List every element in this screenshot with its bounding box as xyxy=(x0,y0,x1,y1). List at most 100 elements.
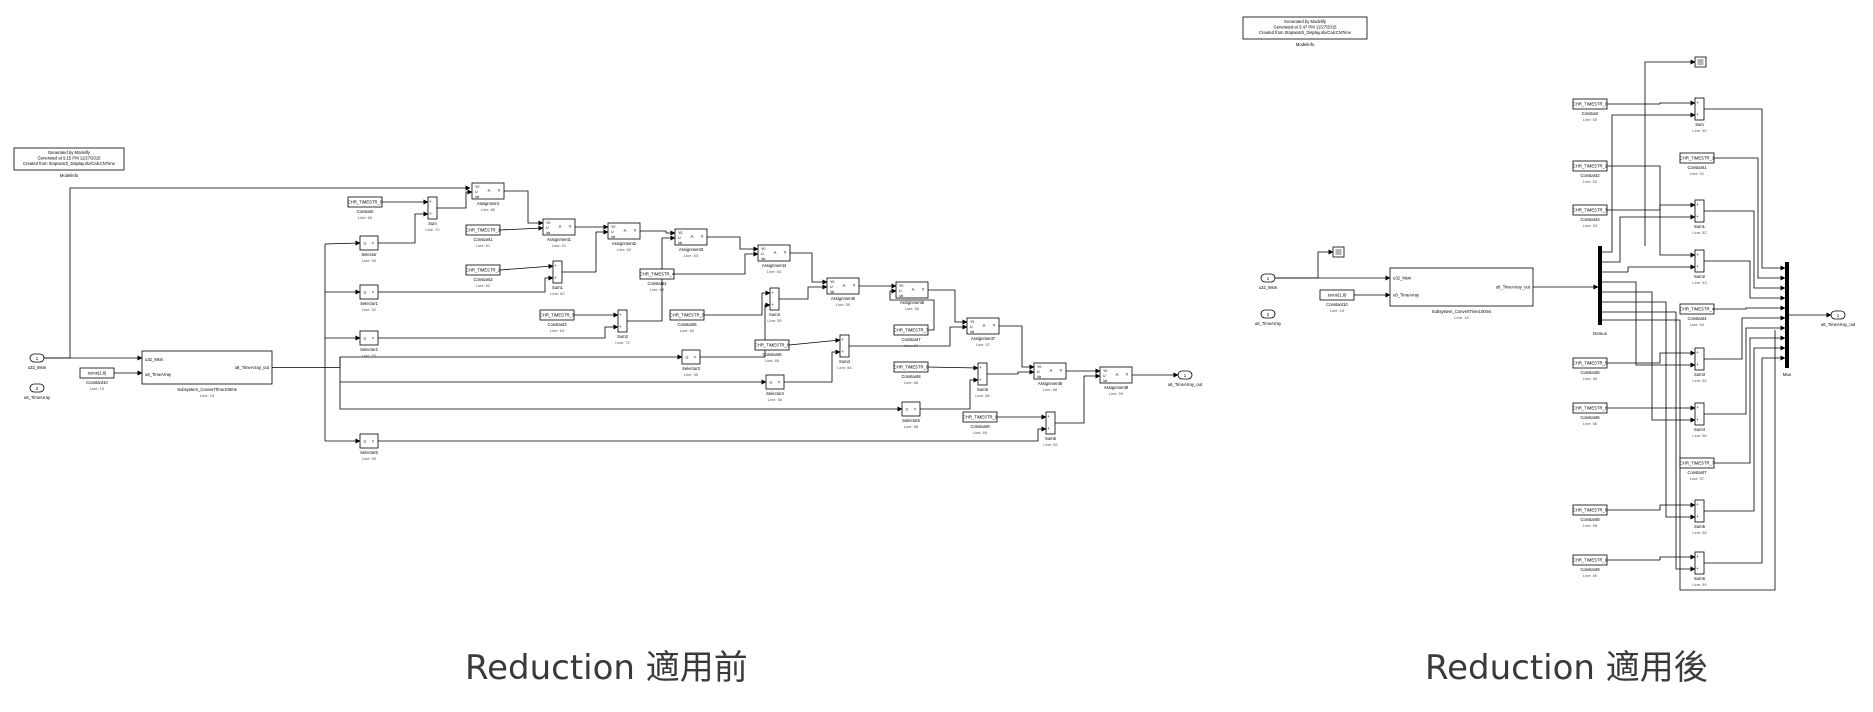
constant-value: CHR_TIMESTR_1 xyxy=(1680,156,1715,161)
assignment-block[interactable] xyxy=(471,182,505,200)
constant-block[interactable] xyxy=(1679,457,1715,469)
selector-block[interactable] xyxy=(359,433,379,449)
constant-block[interactable] xyxy=(1572,402,1608,414)
sum-block[interactable] xyxy=(1694,97,1705,121)
constant-block[interactable] xyxy=(79,367,115,379)
constant-block[interactable] xyxy=(539,309,575,321)
signal-line xyxy=(1714,305,1786,311)
mux-block[interactable] xyxy=(1785,262,1789,368)
selector-port-label: Y xyxy=(778,380,781,385)
constant-block[interactable] xyxy=(1572,504,1608,516)
port-name: u8_TimeArray_out xyxy=(1821,322,1856,327)
constant-block[interactable] xyxy=(962,411,998,423)
signal-line xyxy=(1607,202,1696,211)
selector-block[interactable] xyxy=(681,349,701,365)
inport-block[interactable] xyxy=(1260,309,1276,319)
signal-line xyxy=(999,325,1035,370)
sum-sign: + xyxy=(979,377,982,382)
selector-block[interactable] xyxy=(765,374,785,390)
sum-block[interactable] xyxy=(839,334,850,358)
constant-block[interactable] xyxy=(754,339,790,351)
constant-block[interactable] xyxy=(1679,152,1715,164)
selector-block[interactable] xyxy=(901,401,921,417)
sum-sign: + xyxy=(1696,264,1699,269)
block-name: Assignment3 xyxy=(679,247,704,252)
block-line-number: Line: 52 xyxy=(362,307,377,312)
demux-block[interactable] xyxy=(1598,246,1602,325)
inport-block[interactable] xyxy=(1260,273,1276,283)
sum-sign: + xyxy=(1696,112,1699,117)
constant-block[interactable] xyxy=(1572,98,1608,110)
constant-value: CHR_TIMESTR_3 xyxy=(540,313,575,318)
sum-block[interactable] xyxy=(1045,411,1056,435)
sum-block[interactable] xyxy=(552,260,563,284)
model-info-block xyxy=(13,147,125,171)
assignment-port-label: A xyxy=(843,283,846,288)
sum-block[interactable] xyxy=(1694,199,1705,223)
outport-block[interactable] xyxy=(1830,310,1846,320)
constant-block[interactable] xyxy=(1572,554,1608,566)
assignment-block[interactable] xyxy=(895,281,929,299)
port-number: 1 xyxy=(36,356,39,361)
assignment-block[interactable] xyxy=(607,222,641,240)
block-name: Sum5 xyxy=(977,387,989,392)
outport-block[interactable] xyxy=(1177,370,1193,380)
selector-block[interactable] xyxy=(359,330,379,346)
constant-block[interactable] xyxy=(1572,204,1608,216)
block-line-number: Line: 59 xyxy=(1692,582,1707,587)
model-info-text: Created from Stopwatch_Display.slx/CalcC… xyxy=(1259,30,1352,35)
assignment-block[interactable] xyxy=(1099,366,1133,384)
constant-block[interactable] xyxy=(465,264,501,276)
assignment-block[interactable] xyxy=(1033,362,1067,380)
constant-block[interactable] xyxy=(465,224,501,236)
sum-block[interactable] xyxy=(1694,551,1705,575)
constant-block[interactable] xyxy=(893,324,929,336)
selector-port-label: Y xyxy=(914,407,917,412)
block-line-number: Line: 82 xyxy=(550,291,565,296)
selector-block[interactable] xyxy=(359,235,379,251)
constant-block[interactable] xyxy=(1572,357,1608,369)
assignment-block[interactable] xyxy=(966,317,1000,335)
subsystem-block[interactable] xyxy=(1389,267,1534,307)
assignment-block[interactable] xyxy=(826,277,860,295)
assignment-port-label: Y xyxy=(1060,368,1063,373)
assignment-port-label: U xyxy=(761,252,764,256)
constant-value: CHR_TIMESTR_7 xyxy=(1680,461,1715,466)
assignment-block[interactable] xyxy=(542,218,576,236)
sum-block[interactable] xyxy=(1694,249,1705,273)
inport-block[interactable] xyxy=(29,353,45,363)
constant-value: CHR_TIMESTR_0 xyxy=(1573,102,1608,107)
sum-block[interactable] xyxy=(769,287,780,311)
port-number: 1 xyxy=(1837,313,1840,318)
assignment-block[interactable] xyxy=(757,244,791,262)
constant-value: CHR_TIMESTR_2 xyxy=(466,268,501,273)
constant-block[interactable] xyxy=(669,309,705,321)
constant-value: CHR_TIMESTR_5 xyxy=(1573,361,1608,366)
sum-block[interactable] xyxy=(1694,347,1705,371)
sum-block[interactable] xyxy=(427,196,438,220)
port-number: 2 xyxy=(1267,312,1270,317)
sum-block[interactable] xyxy=(617,309,628,333)
sum-sign: + xyxy=(1047,426,1050,431)
constant-block[interactable] xyxy=(347,196,383,208)
assignment-block[interactable] xyxy=(674,228,708,246)
selector-block[interactable] xyxy=(359,284,379,300)
constant-value: zeros(1,8) xyxy=(88,371,107,376)
assignment-port-label: U xyxy=(611,230,614,234)
constant-block[interactable] xyxy=(639,268,675,280)
selector-port-label: Y xyxy=(694,355,697,360)
constant-block[interactable] xyxy=(1319,289,1355,301)
signal-line xyxy=(1602,281,1696,368)
sum-block[interactable] xyxy=(1694,402,1705,426)
constant-block[interactable] xyxy=(893,361,929,373)
sum-block[interactable] xyxy=(977,362,988,386)
constant-block[interactable] xyxy=(1679,303,1715,315)
sum-block[interactable] xyxy=(1694,499,1705,523)
constant-block[interactable] xyxy=(1572,160,1608,172)
inport-block[interactable] xyxy=(29,383,45,393)
subsystem-block[interactable] xyxy=(141,350,273,385)
block-name: Sum4 xyxy=(839,359,851,364)
block-line-number: Line: 68 xyxy=(904,380,919,385)
sum-sign: + xyxy=(841,349,844,354)
